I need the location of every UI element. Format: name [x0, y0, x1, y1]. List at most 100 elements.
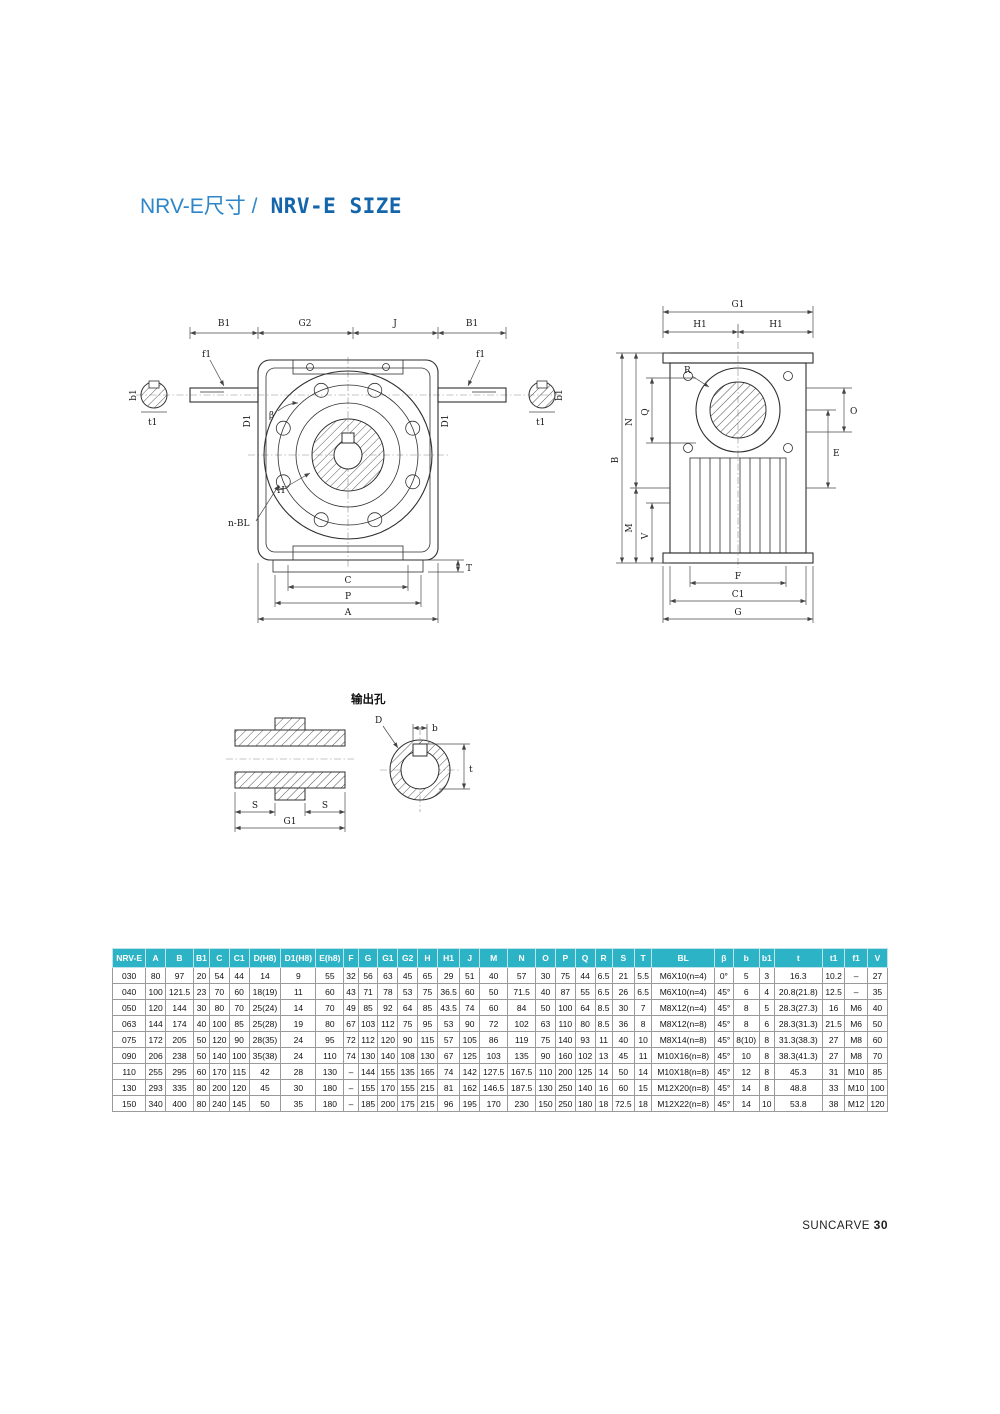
- side-view-drawing: G1 H1 H1 R B N M Q V O E: [608, 298, 868, 638]
- table-cell: 108: [397, 1047, 419, 1064]
- output-hole-title: 输出孔: [351, 692, 386, 706]
- dim-label-g: G: [734, 608, 741, 618]
- table-header-cell: BL: [651, 948, 716, 968]
- table-cell: 38.3(41.3): [773, 1047, 823, 1064]
- table-cell: 144: [357, 1063, 379, 1080]
- table-cell: 150: [535, 1095, 556, 1112]
- table-cell: 120: [377, 1031, 399, 1048]
- table-cell: 44: [574, 967, 596, 984]
- dim-label-e: E: [833, 449, 840, 459]
- table-cell: 103: [357, 1015, 379, 1032]
- table-cell: 72: [479, 1015, 509, 1032]
- table-cell: 12.5: [821, 983, 846, 1000]
- table-header-cell: M: [479, 948, 509, 968]
- table-header-cell: D1(H8): [280, 948, 317, 968]
- table-cell: 125: [459, 1047, 481, 1064]
- table-cell: 51: [459, 967, 481, 984]
- dim-label-t: T: [466, 564, 472, 574]
- table-cell: 90: [535, 1047, 556, 1064]
- table-cell: 102: [507, 1015, 537, 1032]
- table-cell: –: [343, 1095, 359, 1112]
- table-cell: 36.5: [436, 983, 461, 1000]
- dim-label-f: F: [735, 572, 741, 582]
- table-cell: 6: [732, 983, 760, 1000]
- table-cell: 200: [554, 1063, 576, 1080]
- front-view-svg: B1 G2 J B1 f1 f1 b1 b1 t1 t1 D1 D1 β H n…: [129, 319, 565, 623]
- table-cell: 5: [732, 967, 760, 984]
- table-header-cell: T: [634, 948, 653, 968]
- table-cell: 71.5: [507, 983, 537, 1000]
- table-cell: 80: [192, 1095, 210, 1112]
- label-n-bl: n-BL: [228, 519, 249, 529]
- table-cell: 72: [343, 1031, 359, 1048]
- table-header-cell: H1: [436, 948, 461, 968]
- table-cell: 7: [634, 999, 653, 1016]
- table-cell: 150: [111, 1095, 147, 1112]
- table-cell: 45.3: [773, 1063, 823, 1080]
- table-cell: 93: [574, 1031, 596, 1048]
- table-cell: 30: [192, 999, 210, 1016]
- table-cell: 28.3(27.3): [773, 999, 823, 1016]
- dim-label-a: A: [344, 608, 352, 618]
- front-view-drawing: B1 G2 J B1 f1 f1 b1 b1 t1 t1 D1 D1 β H n…: [128, 315, 588, 630]
- table-cell: 200: [208, 1079, 230, 1096]
- table-header-cell: E(h8): [315, 948, 345, 968]
- table-cell: 55: [574, 983, 596, 1000]
- table-cell: 63: [377, 967, 399, 984]
- table-cell: 195: [459, 1095, 481, 1112]
- table-cell: 40: [611, 1031, 636, 1048]
- table-header-cell: G2: [397, 948, 419, 968]
- table-cell: 090: [111, 1047, 147, 1064]
- table-cell: 30: [280, 1079, 317, 1096]
- table-cell: 40: [192, 1015, 210, 1032]
- table-cell: 65: [417, 967, 438, 984]
- table-cell: 9: [280, 967, 317, 984]
- table-cell: 50: [866, 1015, 889, 1032]
- dim-label-b-out: b: [432, 724, 438, 734]
- table-cell: 80: [208, 999, 230, 1016]
- dim-label-h1-left: H1: [693, 320, 707, 330]
- table-cell: 85: [417, 999, 438, 1016]
- table-cell: 60: [228, 983, 250, 1000]
- table-cell: 040: [111, 983, 147, 1000]
- table-cell: 30: [535, 967, 556, 984]
- table-cell: 18: [594, 1095, 613, 1112]
- table-cell: 72.5: [611, 1095, 636, 1112]
- page-footer: SUNCARVE 30: [112, 1218, 888, 1232]
- table-cell: 130: [417, 1047, 438, 1064]
- table-cell: 36: [611, 1015, 636, 1032]
- table-cell: 155: [357, 1079, 379, 1096]
- table-cell: 63: [535, 1015, 556, 1032]
- table-cell: 48.8: [773, 1079, 823, 1096]
- table-cell: 8: [758, 1063, 775, 1080]
- table-cell: M8X12(n=4): [651, 999, 716, 1016]
- table-cell: 21: [611, 967, 636, 984]
- table-cell: 100: [228, 1047, 250, 1064]
- table-cell: 250: [554, 1079, 576, 1096]
- table-cell: 75: [535, 1031, 556, 1048]
- table-cell: 100: [554, 999, 576, 1016]
- table-cell: 215: [417, 1095, 438, 1112]
- table-header-cell: C1: [228, 948, 250, 968]
- dim-label-t-out: t: [469, 765, 473, 775]
- table-header-cell: D(H8): [248, 948, 282, 968]
- table-cell: 8: [634, 1015, 653, 1032]
- table-cell: 6.5: [594, 967, 613, 984]
- table-cell: 102: [574, 1047, 596, 1064]
- table-cell: 110: [111, 1063, 147, 1080]
- table-cell: 53.8: [773, 1095, 823, 1112]
- table-header-cell: Q: [574, 948, 596, 968]
- table-cell: 16.3: [773, 967, 823, 984]
- table-cell: 35: [866, 983, 889, 1000]
- table-cell: 74: [343, 1047, 359, 1064]
- table-cell: 8: [758, 1047, 775, 1064]
- table-cell: 030: [111, 967, 147, 984]
- table-cell: 112: [377, 1015, 399, 1032]
- table-cell: 206: [145, 1047, 167, 1064]
- table-cell: 67: [436, 1047, 461, 1064]
- table-cell: 238: [165, 1047, 194, 1064]
- table-cell: 205: [165, 1031, 194, 1048]
